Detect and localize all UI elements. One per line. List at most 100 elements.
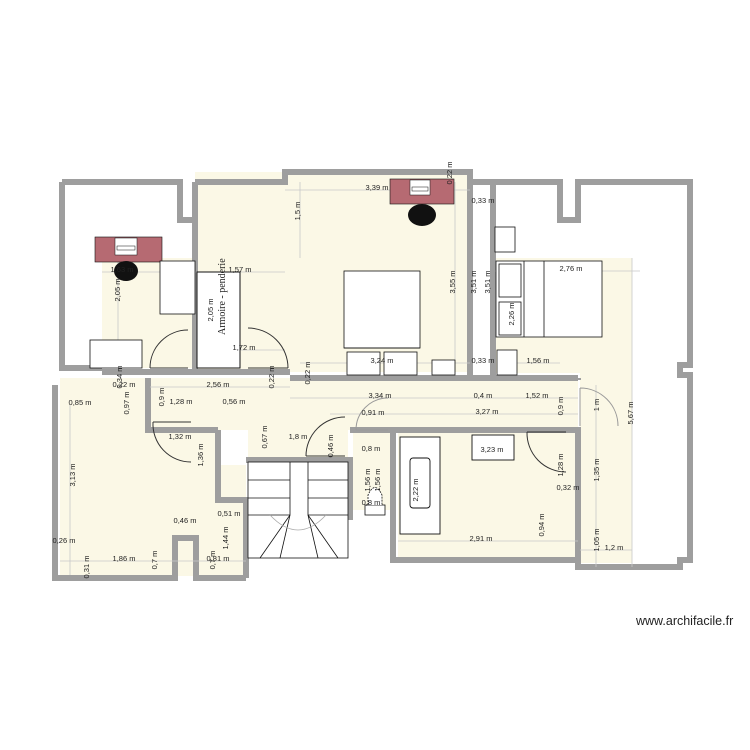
furniture: Armoire - penderie — [89, 178, 603, 559]
wall-wc — [390, 430, 578, 563]
dimension-label: 0,22 m — [113, 380, 136, 389]
dimension-label: 2,05 m — [113, 279, 122, 302]
dimension-label: 2,22 m — [411, 479, 420, 502]
door-hall-left[interactable] — [152, 421, 192, 463]
table-left-bottom[interactable] — [89, 339, 143, 369]
dimension-label: 0,31 m — [82, 556, 91, 579]
dimension-label: 1,5 m — [293, 202, 302, 221]
chair-master[interactable] — [408, 204, 436, 226]
dimension-label: 3,55 m — [448, 271, 457, 294]
wardrobe[interactable]: Armoire - penderie — [196, 258, 241, 369]
floor-right-corridor — [580, 373, 632, 563]
watermark: www.archifacile.fr — [636, 614, 734, 628]
dimension-label: 1,56 m — [363, 469, 372, 492]
dimension-label: 0,8 m — [362, 444, 381, 453]
floor-stair-landing — [248, 430, 348, 460]
toilet[interactable] — [364, 487, 386, 516]
dimension-label: 2,76 m — [560, 264, 583, 273]
dimension-label: 2,05 m — [206, 299, 215, 322]
dimension-label: 2,56 m — [207, 380, 230, 389]
desk-master[interactable] — [389, 178, 455, 205]
dimension-label: 0,7 m — [150, 551, 159, 570]
bed-master[interactable] — [343, 270, 456, 376]
bed-right[interactable] — [495, 260, 603, 338]
dimension-label: 3,27 m — [476, 407, 499, 416]
dimension-label: 0,7 m — [208, 551, 217, 570]
sink[interactable] — [471, 434, 515, 461]
dimension-label: 3,39 m — [366, 183, 389, 192]
nightstand-right-bottom[interactable] — [496, 349, 518, 376]
dimension-label: 1,32 m — [169, 432, 192, 441]
wall-lower-left — [52, 385, 246, 581]
dimension-label: 0,32 m — [557, 483, 580, 492]
dimension-label: 3,34 m — [369, 391, 392, 400]
dimension-label: 1,05 m — [592, 529, 601, 552]
doors — [149, 327, 619, 473]
dimension-label: 0,81 m — [207, 554, 230, 563]
dimension-label: 0,34 m — [115, 366, 124, 389]
dimension-label: 1,56 m — [527, 356, 550, 365]
floor-small-hall — [218, 465, 246, 575]
dimension-label: 0,22 m — [445, 162, 454, 185]
dimension-label: 5,67 m — [626, 402, 635, 425]
dimension-label: 1,86 m — [113, 554, 136, 563]
wall-master-top — [195, 169, 693, 223]
chair-left[interactable] — [114, 261, 138, 281]
wall-row-divider — [102, 369, 578, 381]
door-left-bedroom[interactable] — [149, 329, 189, 369]
bed-left-side[interactable] — [159, 260, 196, 315]
dimension-label: 1,8 m — [289, 432, 308, 441]
dimension-label: 0,9 m — [556, 397, 565, 416]
walls — [52, 169, 693, 581]
dimension-label: 3,51 m — [483, 271, 492, 294]
dimension-label: 1,52 m — [526, 391, 549, 400]
dimension-label: 0,9 m — [157, 388, 166, 407]
dimension-label: 1,2 m — [605, 543, 624, 552]
dimension-label: 0,94 m — [537, 514, 546, 537]
dimension-label: 0,85 m — [69, 398, 92, 407]
dimension-label: 0,46 m — [326, 435, 335, 458]
dimension-label: 3,23 m — [481, 445, 504, 454]
dimension-label: 1,57 m — [229, 265, 252, 274]
door-wardrobe[interactable] — [247, 327, 289, 369]
dimension-label: 1,63 m — [111, 265, 134, 274]
dimension-label: 0,8 m — [362, 498, 381, 507]
desk-left[interactable] — [94, 236, 163, 263]
dimension-label: 1 m — [592, 399, 601, 412]
dimension-label: 3,24 m — [371, 356, 394, 365]
staircase[interactable] — [247, 461, 349, 559]
wall-stair-enclosure — [215, 430, 353, 578]
dimension-label: 1,56 m — [373, 469, 382, 492]
dimension-label: 2,91 m — [470, 534, 493, 543]
dimension-label: 0,56 m — [223, 397, 246, 406]
dimension-label: 3,51 m — [469, 271, 478, 294]
dimension-label: 0,51 m — [218, 509, 241, 518]
nightstand-right-top[interactable] — [494, 226, 516, 253]
door-wc[interactable] — [355, 397, 389, 431]
wall-right-outer — [575, 192, 693, 570]
door-bathroom[interactable] — [526, 431, 567, 473]
dimension-label: 0,33 m — [472, 356, 495, 365]
door-corridor[interactable] — [579, 387, 619, 427]
dimension-label: 1,36 m — [196, 444, 205, 467]
dimension-labels: 3,39 m 0,22 m 0,33 m 1,5 m 1,63 m 1,57 m 2,76 … — [53, 162, 635, 579]
dimension-label: 0,22 m — [267, 366, 276, 389]
dimension-label: 2,26 m — [507, 303, 516, 326]
dimension-label: 0,46 m — [174, 516, 197, 525]
wall-hall-bottom — [145, 378, 218, 433]
bathtub[interactable] — [399, 436, 441, 535]
wardrobe-label: Armoire - penderie — [217, 258, 228, 335]
floor-living-left — [60, 378, 218, 576]
dimension-label: 0,67 m — [260, 426, 269, 449]
dimension-label: 1,28 m — [170, 397, 193, 406]
dimension-label: 0,22 m — [303, 362, 312, 385]
dimension-label: 0,4 m — [474, 391, 493, 400]
dimension-label: 1,35 m — [592, 459, 601, 482]
dimension-label: 1,72 m — [233, 343, 256, 352]
dimension-label: 3,13 m — [68, 464, 77, 487]
dimension-label: 0,91 m — [362, 408, 385, 417]
dimension-label: 0,26 m — [53, 536, 76, 545]
door-stair[interactable] — [305, 416, 346, 457]
dimension-label: 0,97 m — [122, 392, 131, 415]
